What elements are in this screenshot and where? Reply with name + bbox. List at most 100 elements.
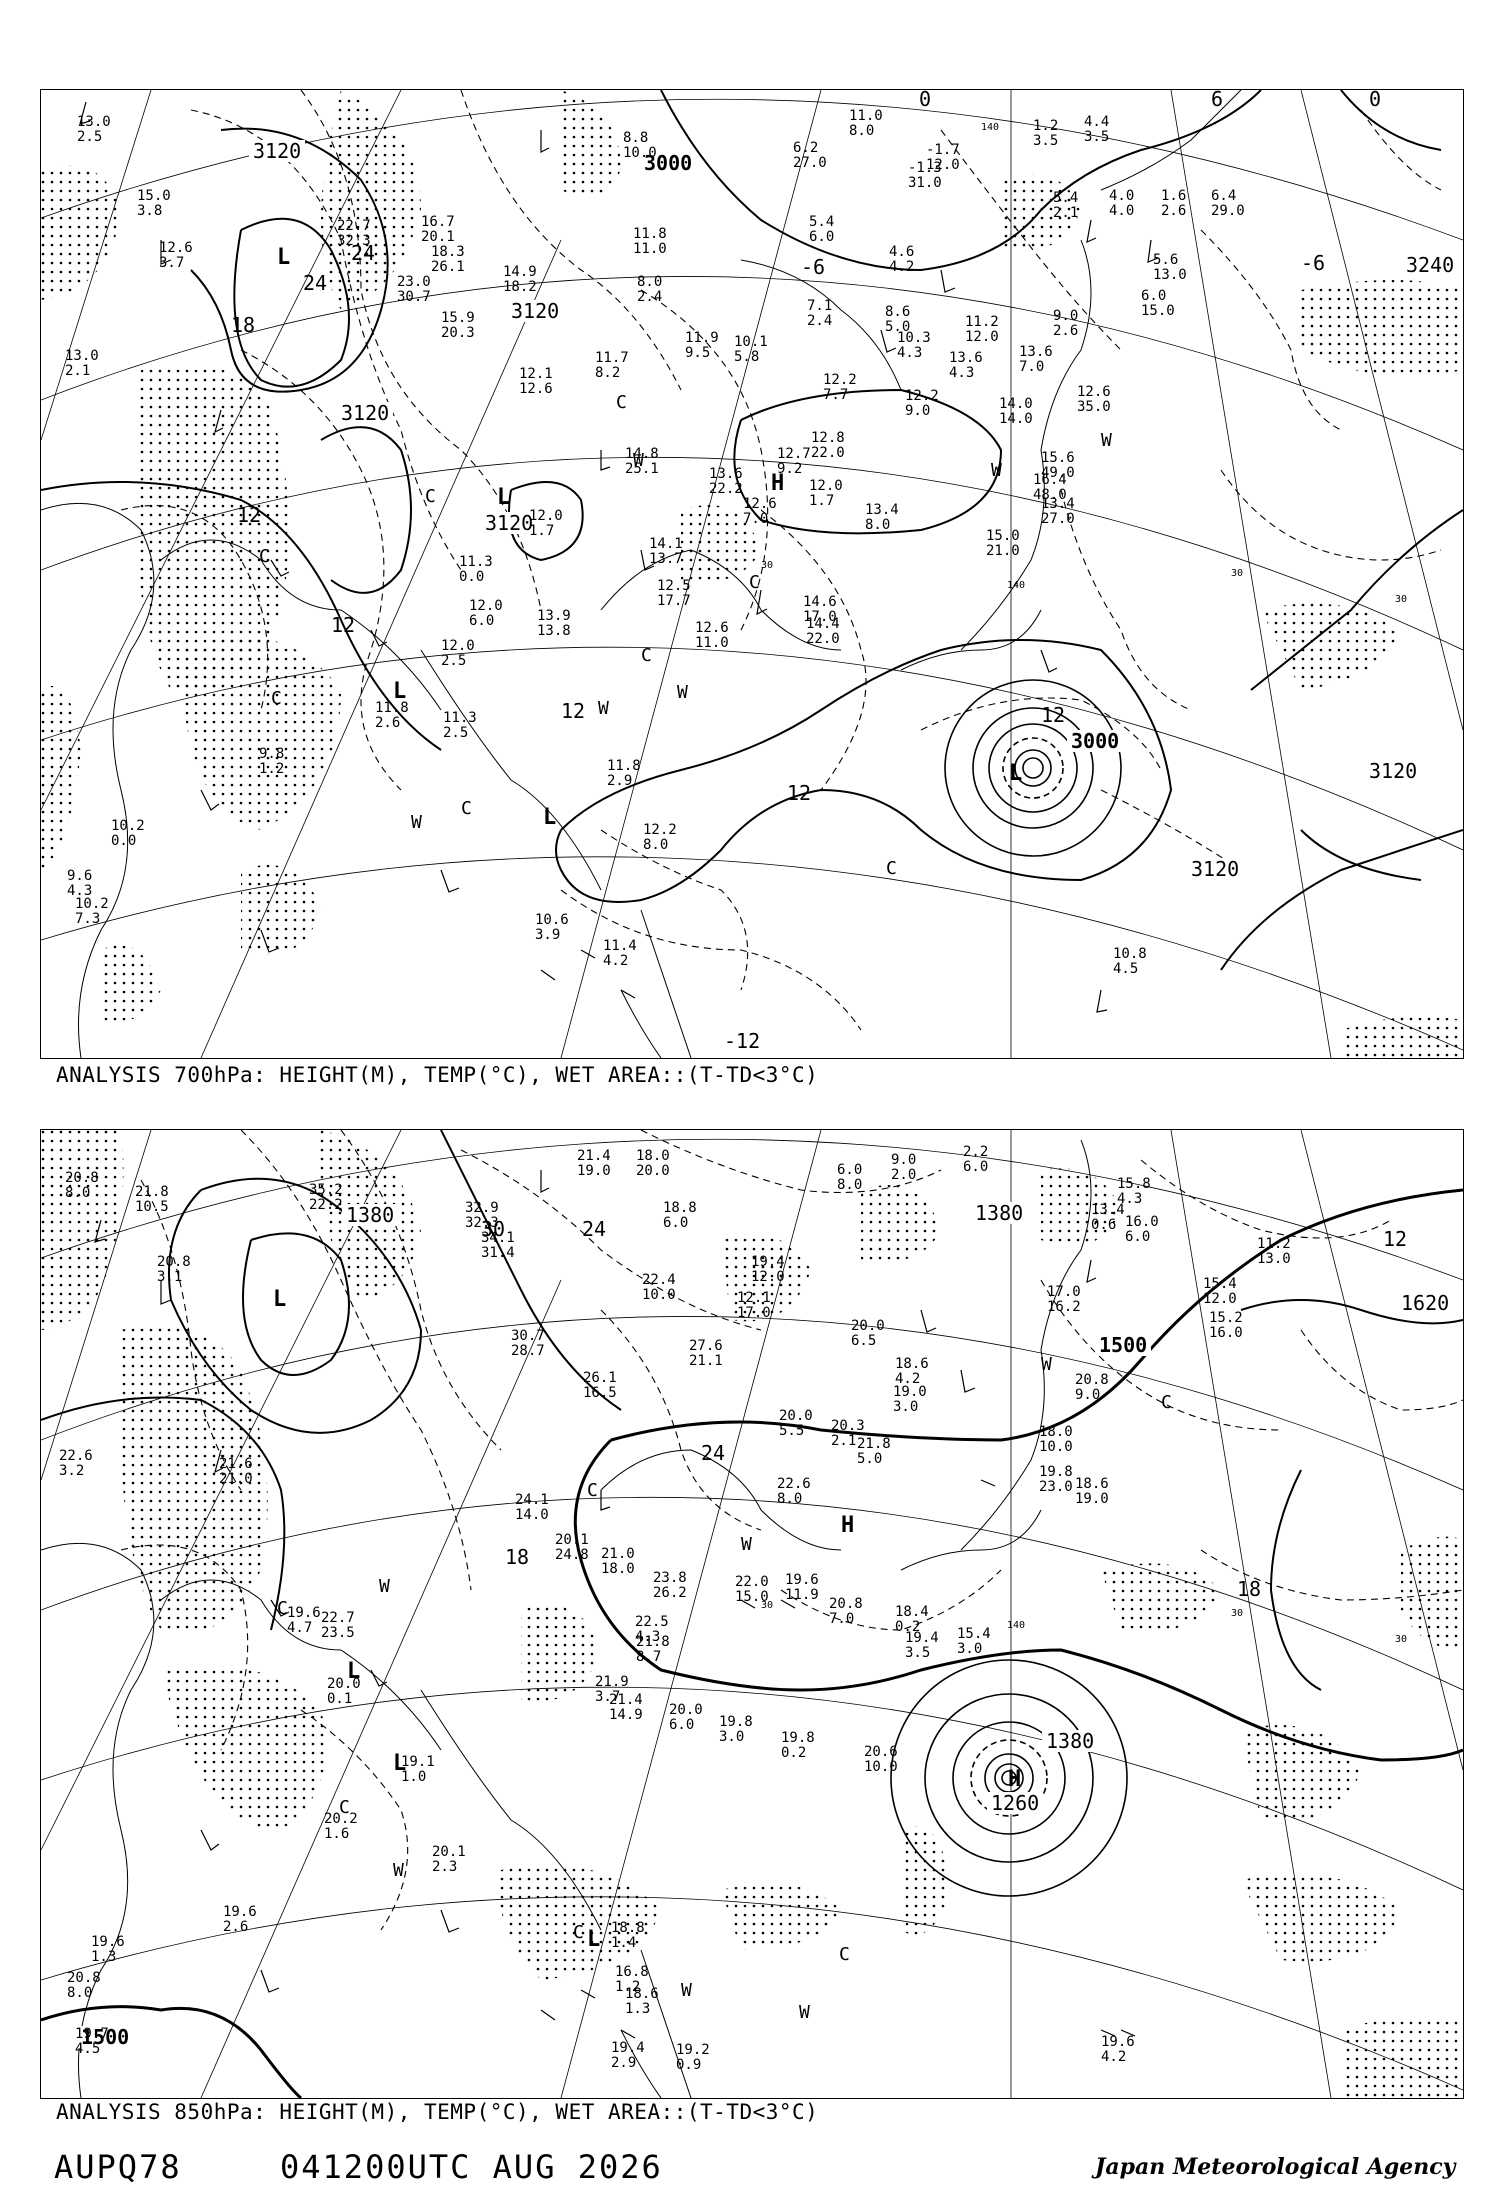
- height-contour-label: 3120: [341, 401, 389, 425]
- station-dewpoint-depression: 8.2: [595, 365, 620, 381]
- station-temp: 11.2: [1257, 1236, 1291, 1252]
- station-temp: 8.8: [623, 130, 648, 146]
- station-dewpoint-depression: 3.5: [905, 1645, 930, 1661]
- station-temp: 4.4: [1084, 114, 1109, 130]
- station-temp: 17.0: [1047, 1284, 1081, 1300]
- station-dewpoint-depression: 0.2: [895, 1619, 920, 1635]
- longitude-label: 140: [1007, 1620, 1025, 1631]
- height-contour-label: 1380: [346, 1203, 394, 1227]
- height-contour-label: 3120: [511, 299, 559, 323]
- isotherm-label: 12: [331, 613, 355, 637]
- station-temp: 15.8: [1117, 1176, 1151, 1192]
- station-temp: 27.6: [689, 1338, 723, 1354]
- station-dewpoint-depression: 4.3: [67, 883, 92, 899]
- station-temp: 12.5: [657, 578, 691, 594]
- station-dewpoint-depression: 2.1: [65, 363, 90, 379]
- station-dewpoint-depression: 6.5: [851, 1333, 876, 1349]
- station-dewpoint-depression: 1.7: [809, 493, 834, 509]
- station-dewpoint-depression: 3.0: [893, 1399, 918, 1415]
- low-pressure-mark: L: [497, 485, 510, 510]
- low-pressure-mark: L: [393, 679, 406, 704]
- station-temp: 20.1: [432, 1844, 466, 1860]
- height-contour-label: 3000: [644, 151, 692, 175]
- station-temp: 15.0: [137, 188, 171, 204]
- station-temp: 13.4: [1091, 1202, 1125, 1218]
- station-dewpoint-depression: 12.6: [519, 381, 553, 397]
- station-temp: 9.8: [259, 746, 284, 762]
- station-dewpoint-depression: 2.6: [1053, 323, 1078, 339]
- wet-areas: [41, 1130, 1463, 2098]
- isotherm-label: 12: [787, 781, 811, 805]
- station-dewpoint-depression: 2.5: [77, 129, 102, 145]
- station-dewpoint-depression: 2.0: [891, 1167, 916, 1183]
- station-temp: 18.8: [663, 1200, 697, 1216]
- contour-label-bg: [1095, 1334, 1151, 1356]
- station-temp: 11.3: [443, 710, 477, 726]
- station-dewpoint-depression: 2.9: [607, 773, 632, 789]
- station-dewpoint-depression: 0.9: [676, 2057, 701, 2073]
- station-temp: 22.7: [337, 218, 371, 234]
- station-temp: 22.7: [321, 1610, 355, 1626]
- station-temp: 19.8: [1039, 1464, 1073, 1480]
- station-temp: 14.9: [503, 264, 537, 280]
- warm-mark: W: [991, 460, 1002, 481]
- station-dewpoint-depression: 3.0: [957, 1641, 982, 1657]
- station-dewpoint-depression: 10.0: [1039, 1439, 1073, 1455]
- station-temp: 22.0: [735, 1574, 769, 1590]
- isotherms: [120, 1130, 1463, 1931]
- station-dewpoint-depression: 28.7: [511, 1343, 545, 1359]
- isotherm-label: 18: [1237, 1577, 1261, 1601]
- station-dewpoint-depression: 1.2: [615, 1979, 640, 1995]
- station-temp: 18.4: [895, 1604, 929, 1620]
- contour-label-bg: [77, 2026, 133, 2048]
- station-temp: 12.2: [643, 822, 677, 838]
- station-dewpoint-depression: 7.3: [75, 911, 100, 927]
- station-temp: 16.0: [1125, 1214, 1159, 1230]
- station-temp: 6.0: [837, 1162, 862, 1178]
- station-dewpoint-depression: 4.5: [75, 2041, 100, 2057]
- warm-mark: W: [677, 682, 688, 703]
- contour-label-bg: [1397, 1292, 1453, 1314]
- isotherm-label: 12: [1041, 703, 1065, 727]
- station-dewpoint-depression: 6.0: [809, 229, 834, 245]
- station-dewpoint-depression: 10.0: [623, 145, 657, 161]
- station-temp: 11.7: [595, 350, 629, 366]
- station-dewpoint-depression: 18.2: [503, 279, 537, 295]
- station-dewpoint-depression: 6.0: [963, 1159, 988, 1175]
- station-temp: 20.0: [669, 1702, 703, 1718]
- contour-label-bg: [481, 512, 537, 534]
- station-temp: 13.6: [709, 466, 743, 482]
- station-temp: 13.6: [949, 350, 983, 366]
- latitude-label: 30: [1231, 1608, 1243, 1619]
- station-dewpoint-depression: 48.0: [1033, 487, 1067, 503]
- station-dewpoint-depression: 9.0: [1075, 1387, 1100, 1403]
- station-temp: 10.6: [535, 912, 569, 928]
- station-dewpoint-depression: 49.0: [1041, 465, 1075, 481]
- cold-mark: C: [839, 1944, 850, 1965]
- high-pressure-mark: H: [841, 1513, 854, 1538]
- station-temp: 19.6: [1101, 2034, 1135, 2050]
- station-temp: 19.7: [75, 2026, 109, 2042]
- station-dewpoint-depression: 31.0: [908, 175, 942, 191]
- station-dewpoint-depression: 0.0: [459, 569, 484, 585]
- station-temp: 21.4: [609, 1692, 643, 1708]
- warm-mark: W: [1101, 430, 1112, 451]
- height-contour-label: 3240: [1406, 253, 1454, 277]
- station-temp: 15.4: [1203, 1276, 1237, 1292]
- chart-700hpa: 3120300031203120324031203120300031202424…: [41, 90, 1463, 1058]
- station-temp: 34.1: [481, 1230, 515, 1246]
- station-dewpoint-depression: 4.3: [949, 365, 974, 381]
- station-temp: 20.8: [67, 1970, 101, 1986]
- height-contour-label: 3000: [1071, 729, 1119, 753]
- station-dewpoint-depression: 0.6: [1091, 1217, 1116, 1233]
- station-temp: 10.2: [75, 896, 109, 912]
- station-temp: 21.0: [601, 1546, 635, 1562]
- station-dewpoint-depression: 23.5: [321, 1625, 355, 1641]
- station-temp: 10.8: [1113, 946, 1147, 962]
- warm-mark: W: [1041, 1354, 1052, 1375]
- cold-mark: C: [339, 1797, 350, 1818]
- station-temp: 12.1: [737, 1290, 771, 1306]
- station-temp: 12.7: [777, 446, 811, 462]
- station-dewpoint-depression: 4.7: [287, 1620, 312, 1636]
